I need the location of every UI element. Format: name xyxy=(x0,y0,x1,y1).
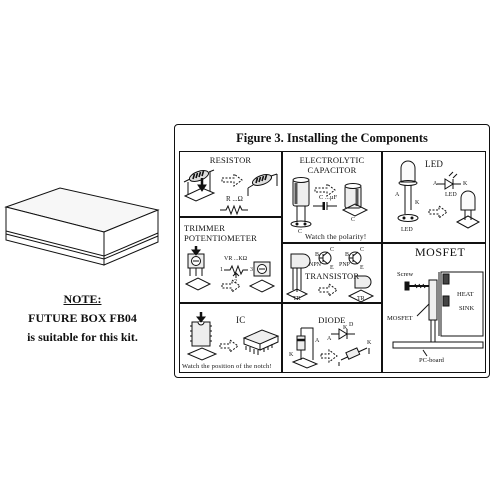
capacitor-title-2: CAPACITOR xyxy=(307,165,357,175)
transistor-npn-b: B xyxy=(315,252,320,258)
diode-panel: DIODE K A D A K K xyxy=(282,303,382,373)
diode-drawing xyxy=(291,327,370,369)
trimmer-title-2: POTENTIOMETER xyxy=(184,233,257,243)
mosfet-heat-label: HEAT xyxy=(457,291,474,298)
capacitor-label-c1: C xyxy=(298,229,303,235)
transistor-pnp-label: PNP xyxy=(339,262,351,268)
led-symbol-label: LED xyxy=(445,192,457,198)
mosfet-sink-label: SINK xyxy=(459,305,475,312)
capacitor-label-c2: C xyxy=(351,217,356,223)
figure-installing-components: Figure 3. Installing the Components RESI… xyxy=(174,124,490,378)
transistor-npn-label: NPN xyxy=(309,262,322,268)
diode-label-a-left: A xyxy=(315,338,320,344)
transistor-title: TRANSISTOR xyxy=(305,271,360,281)
resistor-title: RESISTOR xyxy=(209,155,252,165)
diode-label-d: D xyxy=(349,322,354,328)
figure-title: Figure 3. Installing the Components xyxy=(236,131,428,145)
transistor-tr-2: TR xyxy=(357,296,365,302)
transistor-pnp-c: C xyxy=(360,247,365,253)
trimmer-pin-2: 2 xyxy=(234,279,237,285)
led-panel: LED A K A K LED L xyxy=(382,151,486,243)
transistor-panel: NPN PNP B C E B C E TRANSISTOR TR TR xyxy=(282,243,382,303)
transistor-npn-e: E xyxy=(330,265,334,271)
ic-title: IC xyxy=(236,315,246,325)
trimmer-pin-3: 3 xyxy=(250,267,253,273)
transistor-npn-c: C xyxy=(330,247,335,253)
mosfet-drawing xyxy=(392,271,484,357)
resistor-panel: RESISTOR xyxy=(179,151,282,217)
led-symbol-a: A xyxy=(433,181,438,187)
diode-title: DIODE xyxy=(318,315,346,325)
capacitor-symbol-label: C ...µF xyxy=(319,194,338,201)
ic-caption: Watch the position of the notch! xyxy=(182,363,272,370)
transistor-drawing xyxy=(285,251,375,303)
mosfet-label: MOSFET xyxy=(387,315,413,322)
diode-symbol-a: A xyxy=(327,336,332,342)
led-label-a: A xyxy=(395,192,400,198)
mosfet-pcboard-label: PC-board xyxy=(419,357,444,364)
led-body-label: LED xyxy=(401,227,413,233)
capacitor-title-1: ELECTROLYTIC xyxy=(299,155,365,165)
capacitor-panel: ELECTROLYTIC CAPACITOR xyxy=(282,151,382,243)
trimmer-symbol-label: VR ...KΩ xyxy=(224,256,248,262)
trimmer-pin-1: 1 xyxy=(220,267,223,273)
ic-panel: IC Watch the position of the xyxy=(179,303,282,373)
trimmer-title-1: TRIMMER xyxy=(184,223,226,233)
resistor-drawing xyxy=(183,169,278,216)
transistor-pnp-b: B xyxy=(345,252,350,258)
trimmer-panel: TRIMMER POTENTIOMETER xyxy=(179,217,282,303)
capacitor-caption: Watch the polarity! xyxy=(305,232,367,241)
led-drawing xyxy=(397,160,481,229)
led-symbol-k: K xyxy=(463,181,468,187)
transistor-tr-1: TR xyxy=(293,296,301,302)
capacitor-drawing xyxy=(290,177,369,228)
mosfet-title: MOSFET xyxy=(415,245,466,259)
note-heading: NOTE: xyxy=(63,292,102,306)
diode-label-k-left: K xyxy=(289,352,294,358)
project-box-illustration xyxy=(4,187,160,266)
trimmer-drawing xyxy=(184,246,276,293)
note-box-model: FUTURE BOX FB04 xyxy=(28,311,137,325)
resistor-symbol-label: R ...Ω xyxy=(226,195,243,203)
transistor-pnp-e: E xyxy=(360,265,364,271)
ic-drawing xyxy=(186,312,280,361)
note-suitability: is suitable for this kit. xyxy=(27,330,138,344)
led-label-k: K xyxy=(415,200,420,206)
note-block: NOTE: FUTURE BOX FB04 is suitable for th… xyxy=(0,290,165,347)
mosfet-panel: MOSFET Screw MO xyxy=(382,243,486,373)
led-title: LED xyxy=(425,159,444,169)
diode-label-k-right: K xyxy=(367,340,372,346)
diode-symbol-k: K xyxy=(343,325,348,331)
mosfet-screw-label: Screw xyxy=(397,271,414,278)
